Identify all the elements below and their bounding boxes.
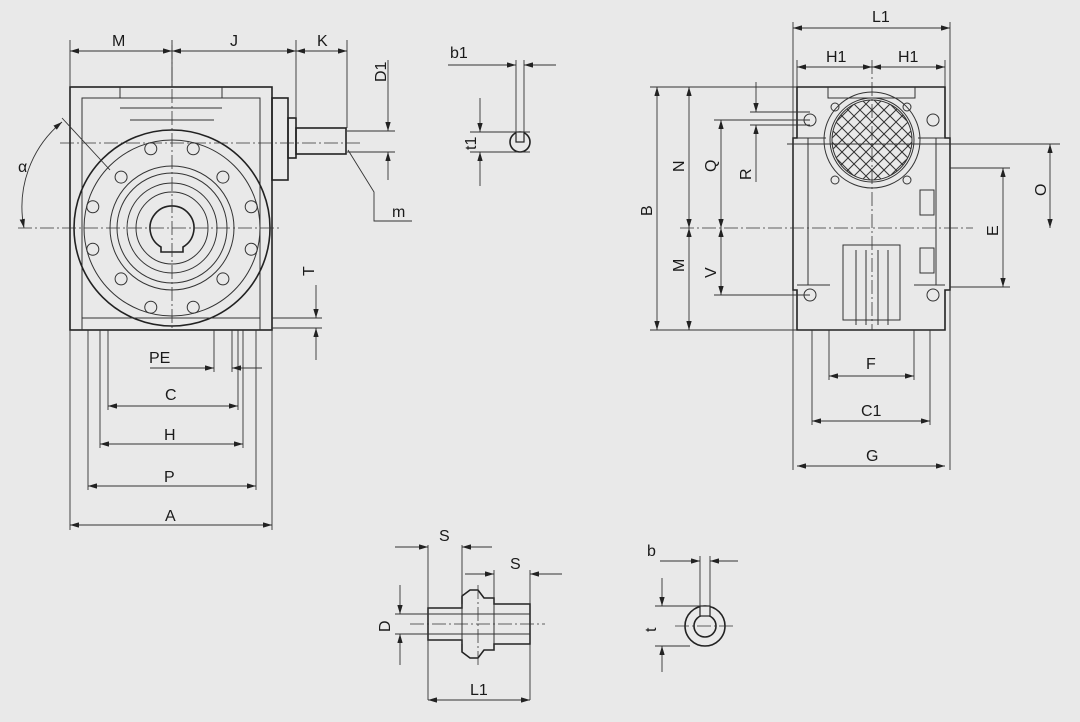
bolt-icon <box>144 300 158 314</box>
dim-label-H: H <box>164 427 176 444</box>
dim-label-N: N <box>671 160 688 172</box>
input-flange <box>271 97 289 181</box>
dim-label-H1-right: H1 <box>898 49 919 66</box>
bolt-icon <box>216 170 230 184</box>
dim-label-D: D <box>377 620 394 632</box>
dim-label-O: O <box>1033 184 1050 196</box>
dim-label-L1-shaft: L1 <box>470 682 488 699</box>
dim-label-K: K <box>317 33 328 50</box>
dim-label-t: t <box>643 627 660 632</box>
dim-label-alpha: α <box>18 159 27 176</box>
dim-label-m: m <box>392 204 405 221</box>
output-bore <box>149 205 195 253</box>
dim-label-F: F <box>866 356 876 373</box>
dim-label-A: A <box>165 508 176 525</box>
dim-label-V: V <box>703 267 720 278</box>
side-housing-outline <box>792 86 951 331</box>
bolt-icon <box>186 142 200 156</box>
dim-label-b1: b1 <box>450 45 468 62</box>
dim-label-H1-left: H1 <box>826 49 847 66</box>
dim-label-Q: Q <box>703 160 720 172</box>
dim-label-L1: L1 <box>872 9 890 26</box>
bolt-icon <box>144 142 158 156</box>
bore-key-detail <box>655 556 738 672</box>
bolt-icon <box>86 200 100 214</box>
dim-label-T: T <box>301 266 318 276</box>
bolt-icon <box>244 242 258 256</box>
dim-label-J: J <box>230 33 238 50</box>
dim-label-b: b <box>647 543 656 560</box>
dim-label-E: E <box>985 225 1002 236</box>
dim-label-B: B <box>639 205 656 216</box>
dim-label-C: C <box>165 387 177 404</box>
input-shaft <box>295 127 347 155</box>
front-dimensions <box>19 40 412 530</box>
bolt-icon <box>114 272 128 286</box>
bolt-icon <box>186 300 200 314</box>
dim-label-PE: PE <box>149 350 170 367</box>
dim-label-t1: t1 <box>463 137 480 150</box>
dim-label-M-side: M <box>671 259 688 272</box>
dim-label-G: G <box>866 448 878 465</box>
hollow-shaft-detail <box>395 544 562 703</box>
bolt-icon <box>216 272 230 286</box>
bolt-icon <box>114 170 128 184</box>
dim-label-M: M <box>112 33 125 50</box>
dim-label-C1: C1 <box>861 403 882 420</box>
bolt-icon <box>244 200 258 214</box>
housing-outline <box>69 86 273 331</box>
side-view <box>680 60 973 331</box>
dim-label-S-right: S <box>510 556 521 573</box>
dim-label-D1: D1 <box>373 61 390 82</box>
front-view <box>18 45 360 331</box>
dim-label-P: P <box>164 469 175 486</box>
shaft-key-detail <box>448 60 556 186</box>
bolt-icon <box>86 242 100 256</box>
dim-label-R: R <box>738 168 755 180</box>
dim-label-S-left: S <box>439 528 450 545</box>
side-dimensions <box>650 22 1060 470</box>
